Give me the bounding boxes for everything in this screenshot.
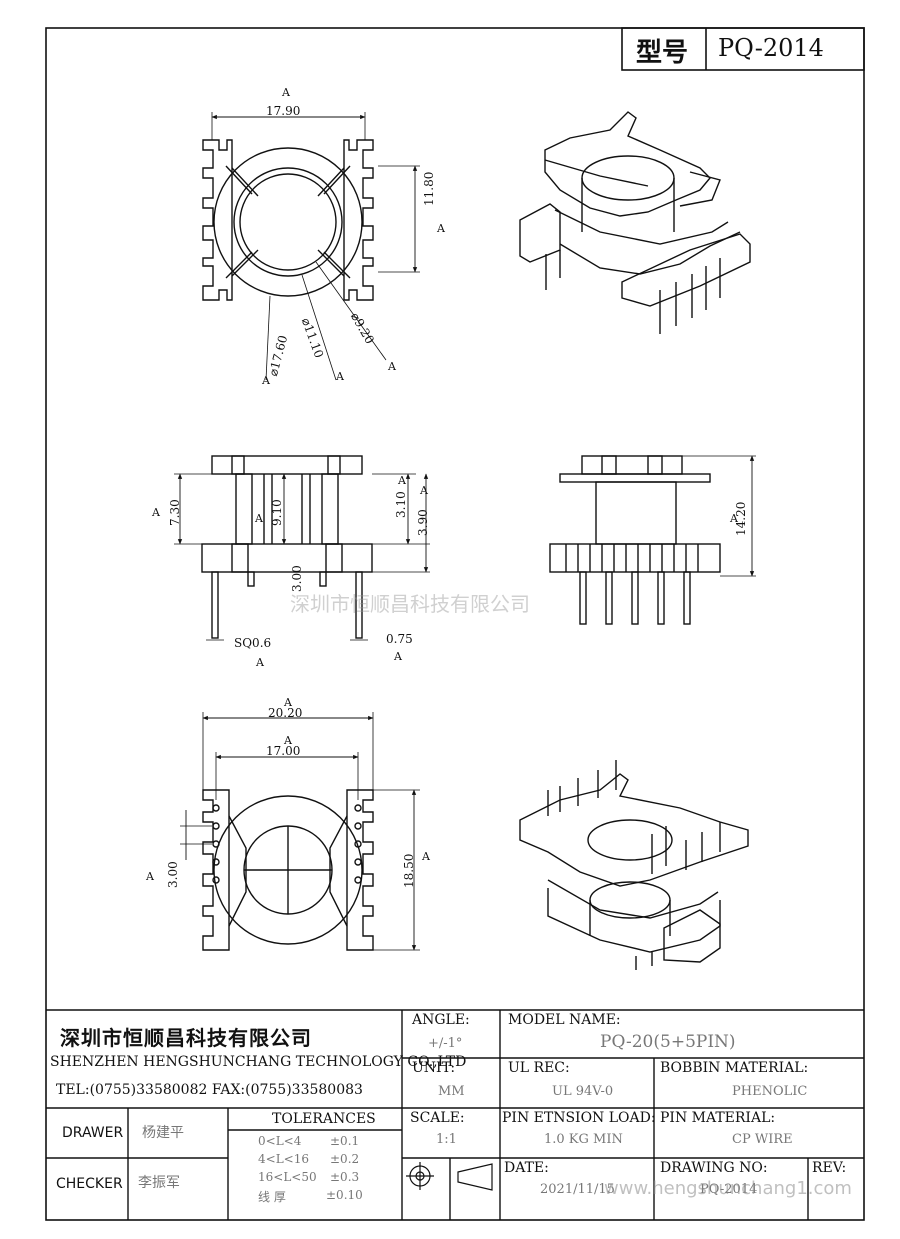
dim-bottom-pitch: 3.00 [166, 861, 180, 888]
model-value: PQ-2014 [718, 34, 824, 62]
tol-mark: A [284, 734, 292, 747]
bobbin-label: BOBBIN MATERIAL: [660, 1060, 809, 1076]
tol-range-1: 0<L<4 [258, 1134, 302, 1148]
dim-top-width: 17.90 [266, 104, 301, 118]
drawing-no-value: PQ-2014 [700, 1182, 758, 1197]
frame-border [45, 27, 865, 1221]
tol-range-2: 4<L<16 [258, 1152, 309, 1166]
ul-value: UL 94V-0 [552, 1084, 614, 1099]
model-name-value: PQ-20(5+5PIN) [600, 1032, 736, 1052]
watermark-url: www.hengshunchang1.com [604, 1178, 852, 1199]
tol-value-1: ±0.1 [330, 1134, 360, 1148]
pin-load-label: PIN ETNSION LOAD: [502, 1110, 656, 1126]
company-en: SHENZHEN HENGSHUNCHANG TECHNOLOGY CO.,LT… [50, 1054, 467, 1070]
tol-mark: A [336, 370, 344, 383]
dim-top-height: 11.80 [422, 171, 436, 206]
tol-mark: A [398, 474, 406, 487]
tol-mark: A [255, 512, 263, 525]
model-label: 型号 [636, 38, 689, 68]
scale-value: 1:1 [436, 1132, 457, 1147]
angle-value: +/-1° [428, 1036, 463, 1051]
pin-material-label: PIN MATERIAL: [660, 1110, 776, 1126]
tol-value-3: ±0.3 [330, 1170, 360, 1184]
tol-mark: A [437, 222, 445, 235]
date-label: DATE: [504, 1160, 549, 1176]
ul-label: UL REC: [508, 1060, 570, 1076]
pin-material-value: CP WIRE [732, 1132, 793, 1147]
tol-mark: A [146, 870, 154, 883]
drawer-label: DRAWER [62, 1125, 124, 1141]
iso-view-bottom [519, 760, 749, 970]
tol-value-4: ±0.10 [326, 1188, 363, 1202]
tol-range-3: 16<L<50 [258, 1170, 317, 1184]
unit-value: MM [438, 1084, 465, 1099]
iso-view-top [519, 111, 751, 334]
bottom-view [180, 712, 420, 951]
dim-side-core: 9.10 [270, 499, 284, 526]
drawer-value: 杨建平 [142, 1125, 184, 1141]
dim-pin-gap: 0.75 [386, 632, 413, 646]
projection-symbol [406, 1162, 493, 1191]
tol-mark: A [730, 512, 738, 525]
tol-mark: A [262, 374, 270, 387]
title-block-grid [46, 1009, 864, 1220]
watermark-company: 深圳市恒顺昌科技有限公司 [290, 592, 530, 616]
front-view [549, 455, 756, 625]
dim-bottom-width-outer: 20.20 [268, 706, 303, 720]
company-cn: 深圳市恒顺昌科技有限公司 [60, 1026, 312, 1050]
tol-mark: A [284, 696, 292, 709]
top-view [202, 112, 420, 381]
tol-value-2: ±0.2 [330, 1152, 360, 1166]
dim-side-total: 7.30 [168, 499, 182, 526]
angle-label: ANGLE: [412, 1012, 470, 1028]
rev-label: REV: [812, 1160, 847, 1176]
date-value: 2021/11/15 [540, 1182, 615, 1197]
side-view [174, 455, 430, 641]
tol-mark: A [422, 850, 430, 863]
tol-mark: A [282, 86, 290, 99]
dim-bottom-width-inner: 17.00 [266, 744, 301, 758]
dim-side-lower: 3.90 [416, 509, 430, 536]
scale-label: SCALE: [410, 1110, 465, 1126]
header-box [621, 27, 865, 71]
drawing-no-label: DRAWING NO: [660, 1160, 768, 1176]
model-name-label: MODEL NAME: [508, 1012, 621, 1028]
tol-mark: A [420, 484, 428, 497]
tolerances-label: TOLERANCES [272, 1111, 376, 1127]
tol-mark: A [394, 650, 402, 663]
tol-mark: A [388, 360, 396, 373]
dim-pin-square: SQ0.6 [234, 636, 272, 650]
tol-mark: A [152, 506, 160, 519]
tol-mark: A [256, 656, 264, 669]
dim-bottom-height: 18.50 [402, 853, 416, 888]
checker-value: 李振军 [138, 1175, 180, 1191]
tol-range-4: 线 厚 [258, 1190, 286, 1204]
pin-load-value: 1.0 KG MIN [544, 1132, 623, 1147]
unit-label: UNIT: [412, 1060, 456, 1076]
company-contact: TEL:(0755)33580082 FAX:(0755)33580083 [56, 1082, 363, 1098]
checker-label: CHECKER [56, 1176, 123, 1192]
dim-side-upper: 3.10 [394, 491, 408, 518]
bobbin-value: PHENOLIC [732, 1084, 808, 1099]
